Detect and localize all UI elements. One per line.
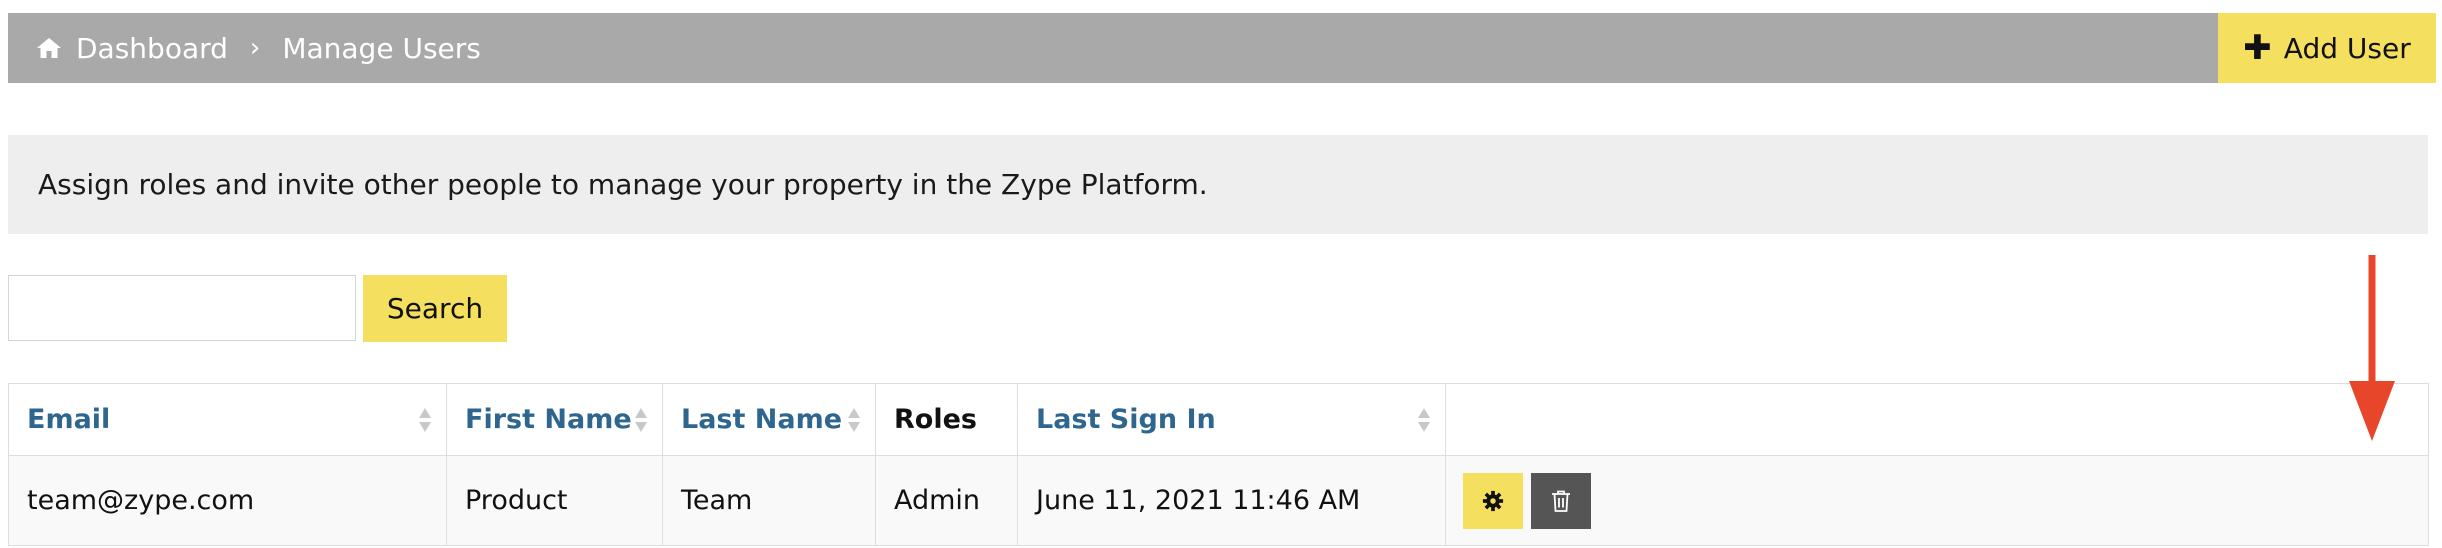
add-user-button[interactable]: ✚ Add User [2218, 13, 2436, 83]
column-header-last-name[interactable]: Last Name [662, 383, 876, 456]
breadcrumb-current-page: Manage Users [282, 31, 481, 65]
top-bar: Dashboard › Manage Users ✚ Add User [8, 13, 2436, 83]
cell-last-name: Team [662, 455, 876, 546]
users-table: Email First Name Last Name [8, 383, 2429, 546]
search-button-label: Search [386, 292, 484, 325]
table-header-row: Email First Name Last Name [8, 383, 2429, 456]
breadcrumb: Dashboard › Manage Users [36, 13, 481, 83]
table-row: team@zype.com Product Team Admin June 11… [8, 455, 2429, 546]
column-header-first-name[interactable]: First Name [446, 383, 663, 456]
trash-icon [1552, 490, 1570, 512]
red-arrow-annotation [2349, 255, 2395, 441]
column-header-actions [1445, 383, 2429, 456]
info-panel: Assign roles and invite other people to … [8, 135, 2428, 234]
cell-roles: Admin [875, 455, 1018, 546]
search-button[interactable]: Search [363, 275, 507, 342]
cell-actions [1445, 455, 2429, 546]
gear-icon [1482, 490, 1504, 512]
plus-icon: ✚ [2243, 28, 2272, 68]
cell-email: team@zype.com [8, 455, 447, 546]
trash-button[interactable] [1531, 473, 1591, 529]
sort-icon [1418, 407, 1430, 432]
column-header-roles: Roles [875, 383, 1018, 456]
search-input[interactable] [8, 275, 356, 341]
home-icon[interactable] [36, 36, 62, 60]
column-header-email[interactable]: Email [8, 383, 447, 456]
edit-user-button[interactable] [1463, 473, 1523, 529]
sort-icon [419, 407, 431, 432]
info-text: Assign roles and invite other people to … [38, 168, 1208, 201]
breadcrumb-separator: › [249, 33, 261, 63]
sort-icon [848, 407, 860, 432]
sort-icon [635, 407, 647, 432]
breadcrumb-dashboard-link[interactable]: Dashboard [76, 31, 228, 65]
cell-first-name: Product [446, 455, 663, 546]
column-header-last-sign-in[interactable]: Last Sign In [1017, 383, 1446, 456]
cell-last-sign-in: June 11, 2021 11:46 AM [1017, 455, 1446, 546]
add-user-label: Add User [2283, 31, 2411, 65]
